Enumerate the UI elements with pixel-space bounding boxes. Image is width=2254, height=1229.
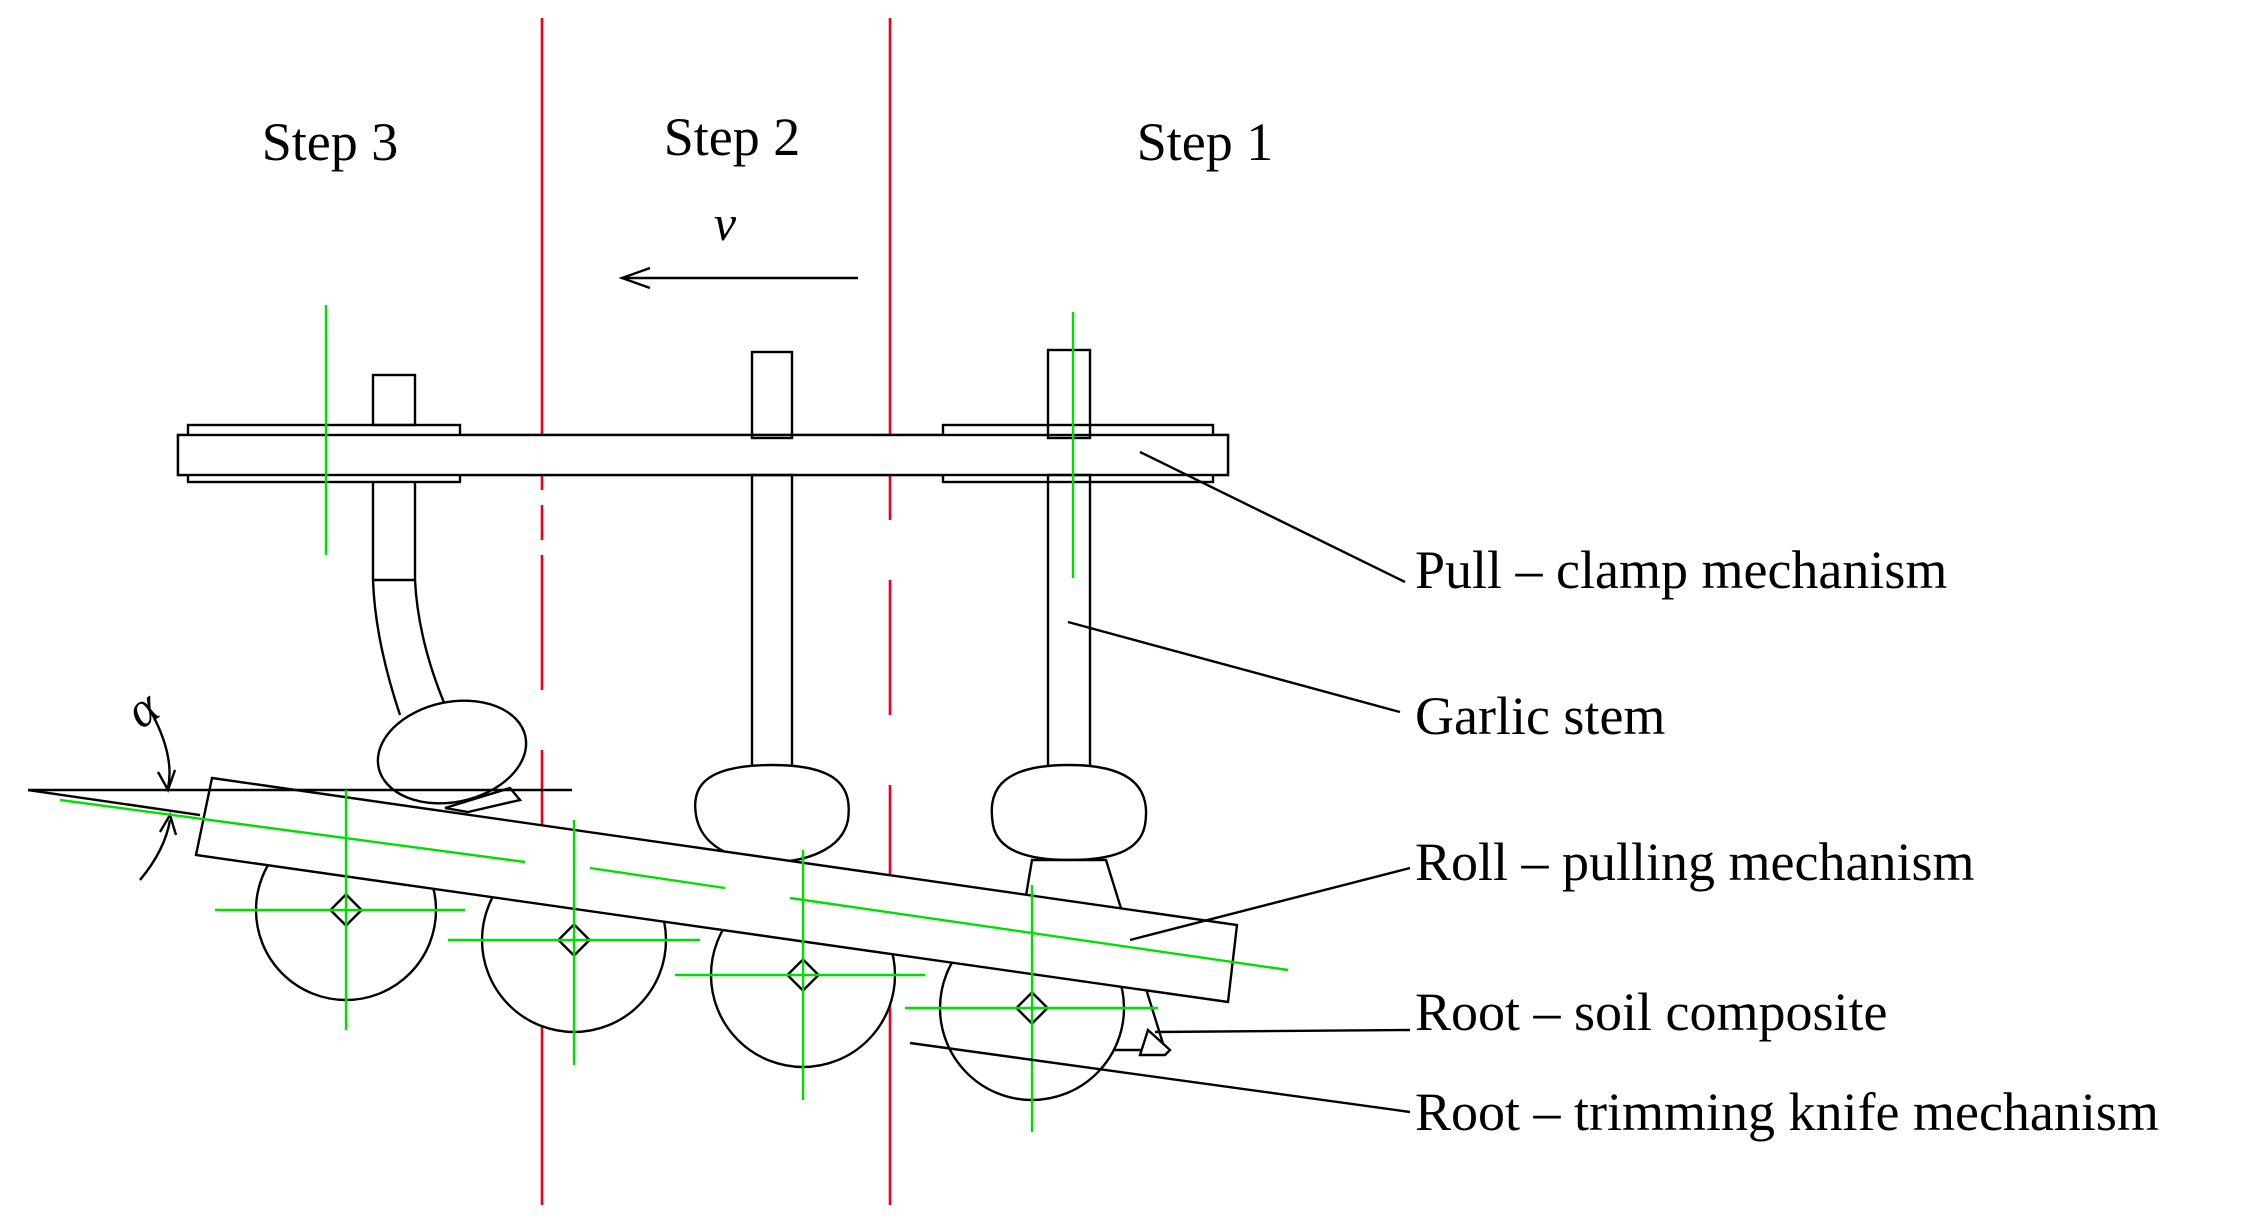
- label-pull-clamp: Pull – clamp mechanism: [1415, 540, 1947, 600]
- velocity-symbol: v: [714, 195, 737, 251]
- centerlines: [59, 305, 1289, 1132]
- angle-reference: [27, 709, 572, 881]
- leader-lines: [909, 450, 1411, 1114]
- velocity-arrow: [618, 266, 858, 290]
- garlic-plant-step-2: [693, 350, 850, 864]
- label-roll-pulling: Roll – pulling mechanism: [1415, 832, 1974, 892]
- alpha-symbol: α: [115, 677, 170, 739]
- step-1-title: Step 1: [1137, 112, 1274, 172]
- root-soil-composite: [1138, 1027, 1172, 1057]
- step-2-title: Step 2: [664, 107, 801, 167]
- garlic-plant-step-3: [371, 373, 528, 814]
- label-root-soil: Root – soil composite: [1415, 982, 1888, 1042]
- label-garlic-stem: Garlic stem: [1415, 686, 1665, 746]
- pull-clamp-belt: [176, 423, 1230, 484]
- step-3-title: Step 3: [262, 112, 399, 172]
- label-root-trimming: Root – trimming knife mechanism: [1415, 1082, 2159, 1142]
- inclined-frame-plate: [194, 776, 1239, 1004]
